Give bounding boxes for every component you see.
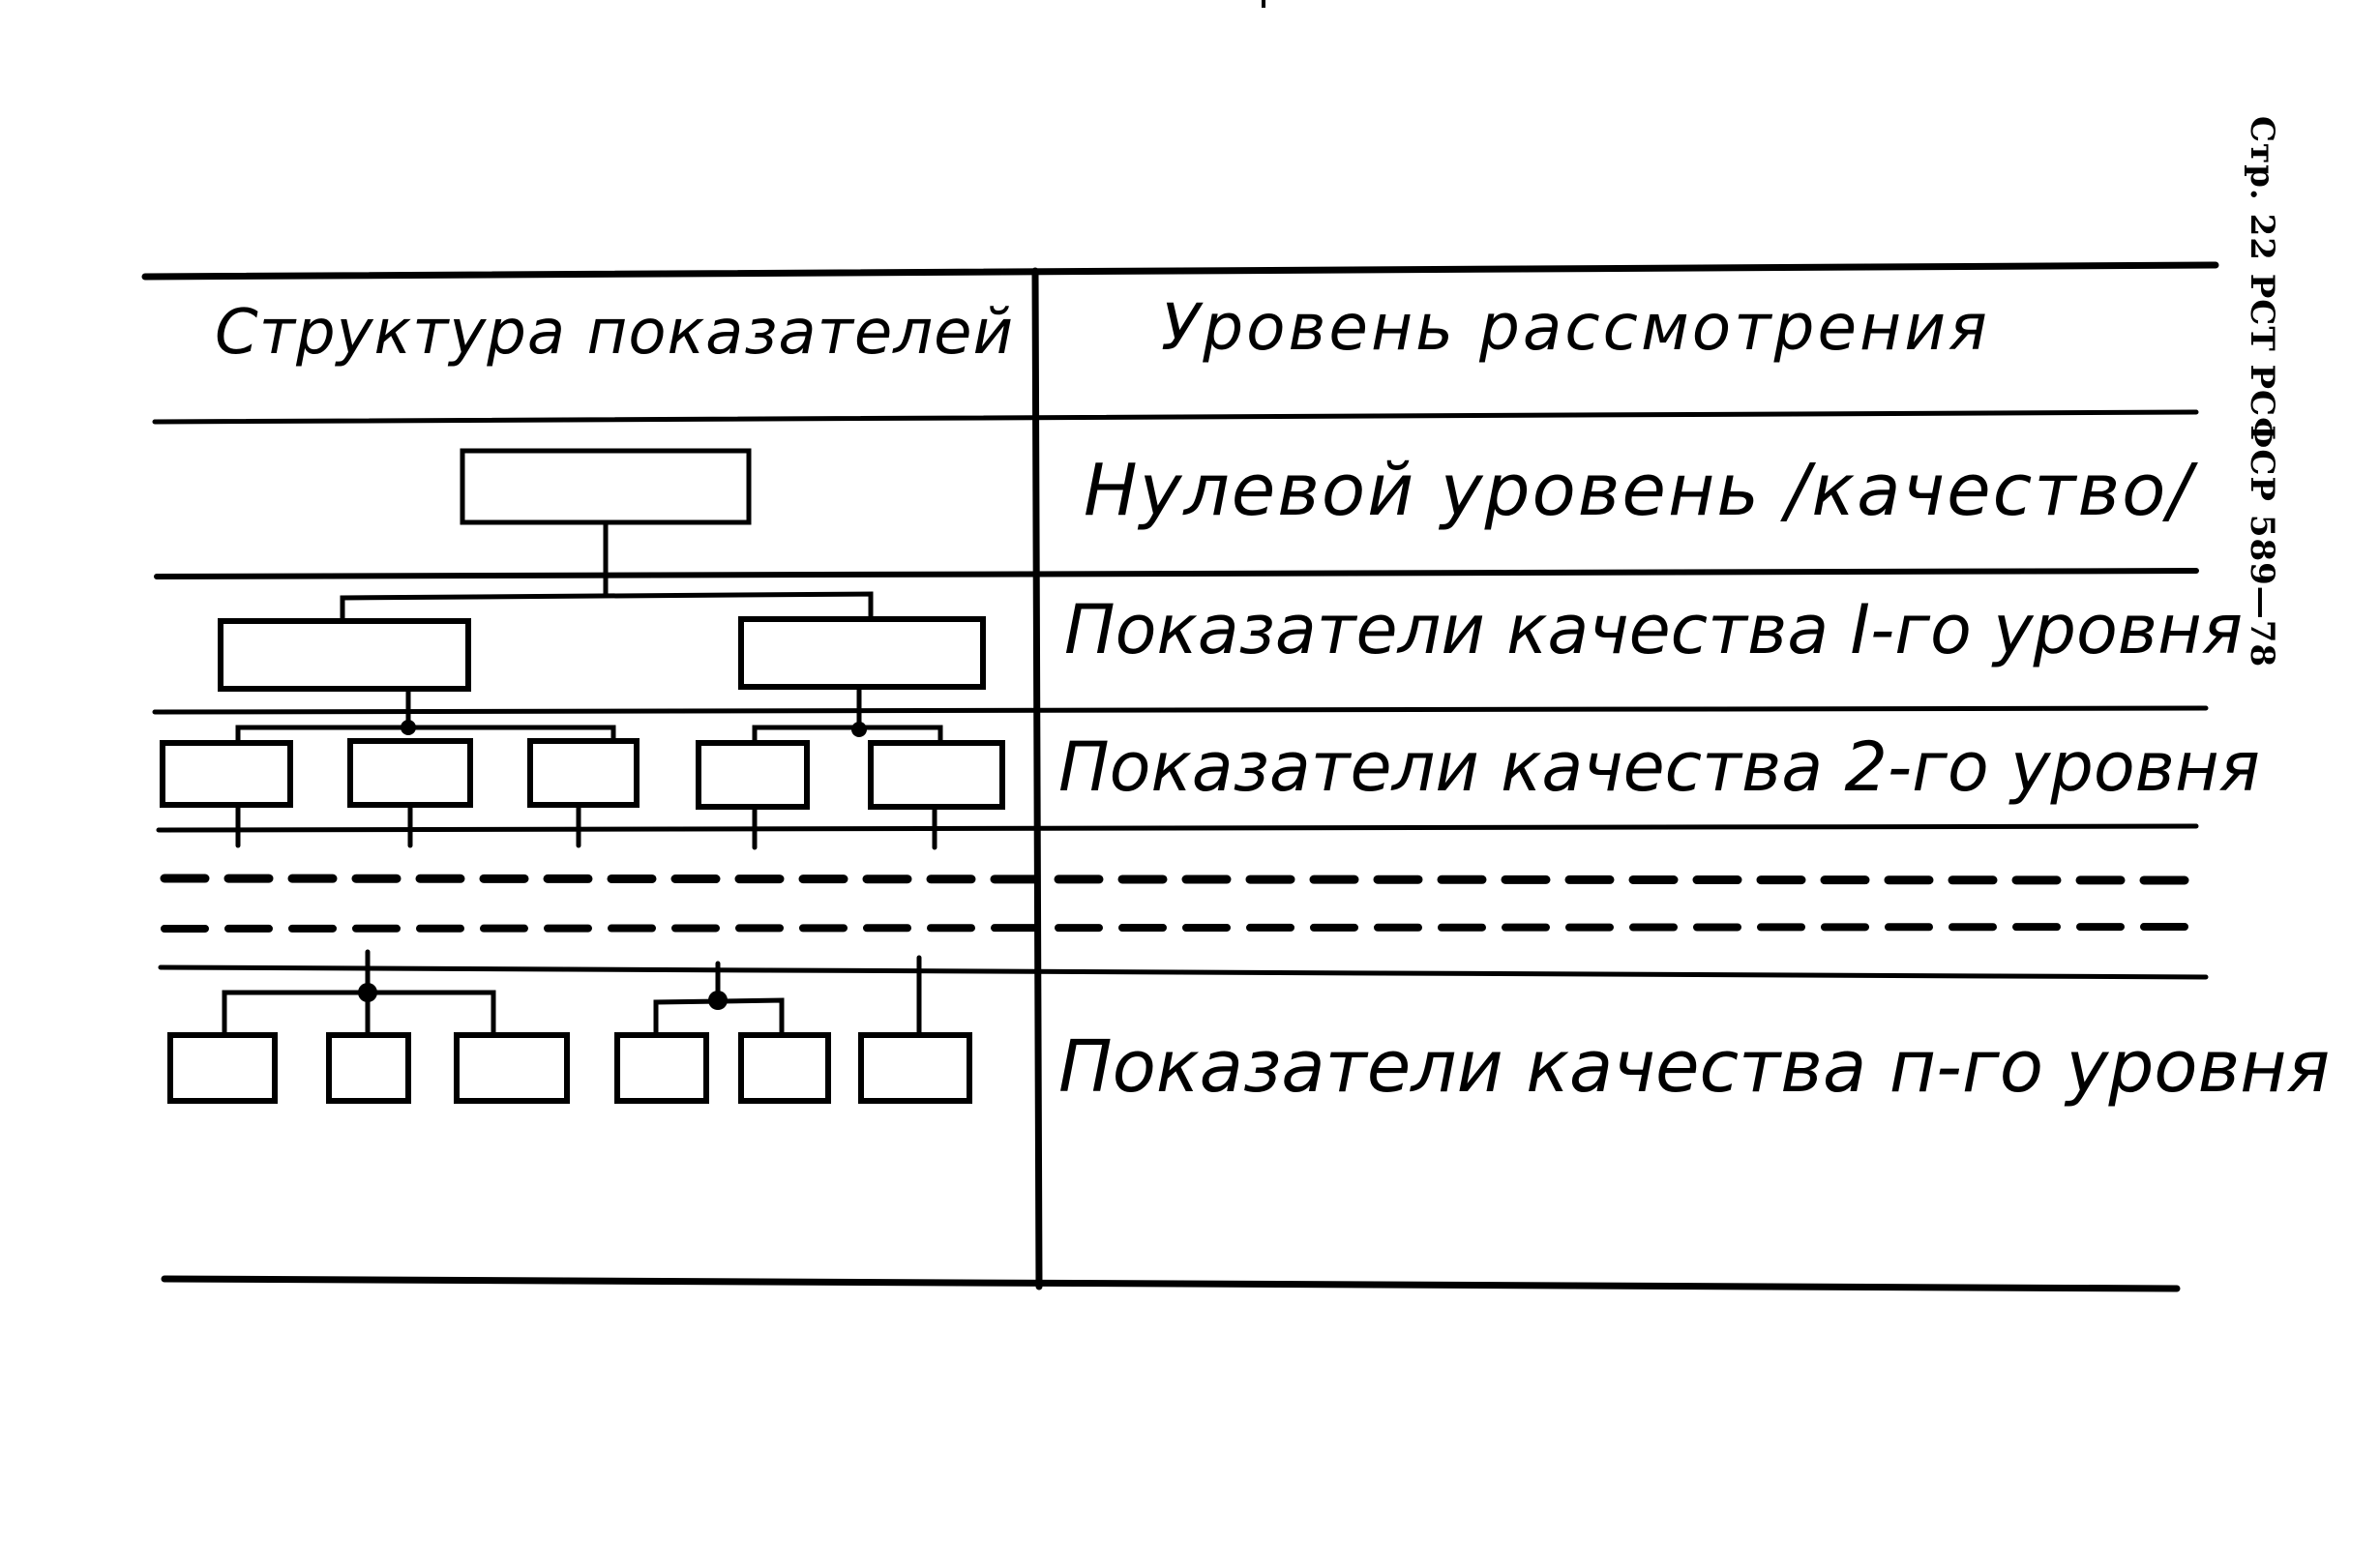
level0-box — [460, 448, 752, 525]
scan-artifact — [1262, 0, 1265, 8]
header-structure-label: Структура показателей — [215, 297, 1015, 369]
header-level-label: Уровень рассмотрения — [1161, 290, 1990, 365]
dashed-rule-2 — [161, 923, 2190, 933]
junction-dot — [358, 983, 377, 1002]
junction-dot — [851, 722, 867, 737]
page-reference: Стр. 22 РСТ РСФСР 589—78 — [2243, 116, 2281, 668]
level1-box — [738, 616, 986, 690]
dashed-rule-1 — [160, 874, 2191, 885]
column-divider — [1031, 267, 1043, 1290]
header-bottom-rule — [152, 409, 2199, 425]
level1-bottom-rule — [152, 705, 2209, 715]
level-label-nth: Показатели качества п-го уровня — [1058, 1025, 2331, 1109]
leveln-box — [858, 1032, 972, 1104]
level2-box — [160, 740, 293, 808]
level-label-first: Показатели качества I-го уровня — [1064, 590, 2243, 669]
level0-bottom-rule — [154, 568, 2199, 579]
leveln-box — [454, 1032, 570, 1104]
level0-to-level1-bracket — [340, 591, 874, 622]
leveln-box — [614, 1032, 709, 1104]
level2-box — [527, 738, 640, 808]
level-label-zero: Нулевой уровень /качество/ — [1084, 449, 2194, 532]
level2-bottom-rule — [156, 823, 2199, 833]
level-label-second: Показатели качества 2-го уровня — [1058, 727, 2260, 807]
level2-box — [868, 740, 1005, 810]
leveln-box — [738, 1032, 831, 1104]
leveln-top-rule — [158, 964, 2209, 980]
leveln-box — [167, 1032, 278, 1104]
level2-box — [347, 738, 473, 808]
level2-bracket-right — [752, 725, 943, 744]
table-top-rule — [141, 261, 2219, 281]
junction-dot — [401, 720, 416, 735]
junction-dot — [708, 991, 728, 1010]
table-bottom-rule — [161, 1275, 2181, 1292]
leveln-bracket-left — [222, 990, 496, 1036]
leveln-box — [326, 1032, 411, 1104]
level2-box — [696, 740, 810, 810]
level1-box — [218, 618, 471, 692]
level2-bracket-left — [235, 725, 616, 744]
